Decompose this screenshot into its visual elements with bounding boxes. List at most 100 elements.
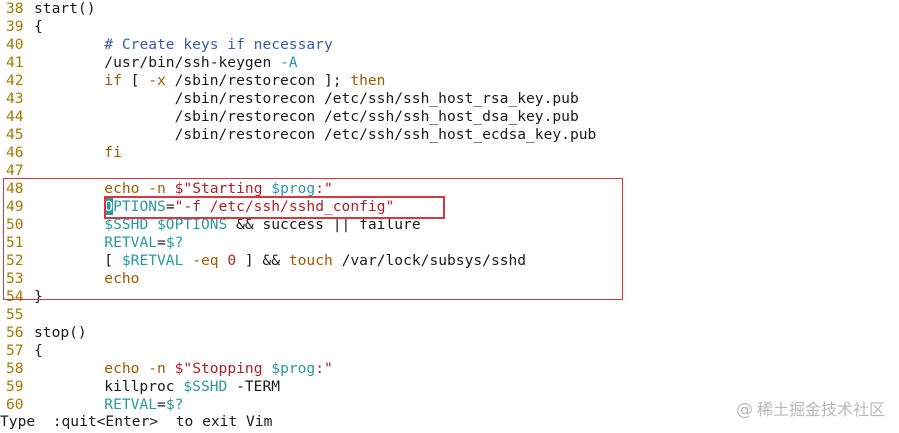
code-line[interactable]: 53 echo [0, 270, 899, 288]
code-token: ] && [236, 252, 289, 269]
code-token: } [34, 288, 43, 305]
line-number: 41 [6, 54, 24, 71]
code-token [139, 180, 148, 197]
code-line[interactable]: 54} [0, 288, 899, 306]
code-line[interactable]: 39 { [0, 18, 899, 36]
code-line[interactable]: 42 if [ -x /sbin/restorecon ]; then [0, 72, 899, 90]
code-line[interactable]: 44 /sbin/restorecon /etc/ssh/ssh_host_ds… [0, 108, 899, 126]
code-line[interactable]: 43 /sbin/restorecon /etc/ssh/ssh_host_rs… [0, 90, 899, 108]
line-number: 59 [6, 378, 24, 395]
code-line[interactable]: 49 OPTIONS="-f /etc/ssh/sshd_config" [0, 198, 899, 216]
code-token: -TERM [227, 378, 281, 395]
code-line[interactable]: 51 RETVAL=$? [0, 234, 899, 252]
code-token: echo [104, 270, 140, 287]
code-token: $prog [271, 180, 316, 197]
code-line[interactable]: 45 /sbin/restorecon /etc/ssh/ssh_host_ec… [0, 126, 899, 144]
code-token: $? [165, 234, 184, 251]
code-line[interactable]: 41 /usr/bin/ssh-keygen -A [0, 54, 899, 72]
line-code: if [ -x /sbin/restorecon ]; then [34, 72, 385, 90]
line-code: echo -n $"Starting $prog:" [34, 180, 333, 198]
code-token: killproc [34, 378, 184, 395]
code-token: :" [315, 180, 333, 197]
code-line[interactable]: 57 { [0, 342, 899, 360]
line-code: RETVAL=$? [34, 396, 183, 414]
code-token: touch [288, 252, 333, 269]
code-token: { [34, 342, 43, 359]
code-token: fi [104, 144, 122, 161]
code-token [34, 198, 104, 215]
code-line[interactable]: 59 killproc $SSHD -TERM [0, 378, 899, 396]
code-token: echo [104, 360, 140, 377]
code-token: # Create keys if necessary [104, 36, 333, 53]
code-token: if [104, 72, 122, 89]
code-token: = [157, 234, 166, 251]
code-token: /var/lock/subsys/sshd [332, 252, 527, 269]
code-token [34, 36, 104, 53]
line-number: 58 [6, 360, 24, 377]
code-line[interactable]: 47 [0, 162, 899, 180]
line-code: killproc $SSHD -TERM [34, 378, 280, 396]
code-line[interactable]: 52 [ $RETVAL -eq 0 ] && touch /var/lock/… [0, 252, 899, 270]
code-token [183, 252, 192, 269]
code-token: RETVAL [104, 234, 158, 251]
line-number: 49 [6, 198, 24, 215]
code-token: && success || failure [227, 216, 421, 233]
code-token: /sbin/restorecon /etc/ssh/ssh_host_dsa_k… [34, 108, 579, 125]
code-token: PTIONS [113, 198, 166, 215]
code-token: -eq [192, 252, 219, 269]
code-token: "-f /etc/ssh/sshd_config" [174, 198, 395, 215]
code-token: [ [34, 252, 122, 269]
code-line[interactable]: 38 start() [0, 0, 899, 18]
line-code: fi [34, 144, 122, 162]
code-token: $"Starting [174, 180, 272, 197]
line-number: 45 [6, 126, 24, 143]
code-token: /sbin/restorecon /etc/ssh/ssh_host_ecdsa… [34, 126, 597, 143]
code-line[interactable]: 40 # Create keys if necessary [0, 36, 899, 54]
watermark-text: 稀土掘金技术社区 [756, 400, 885, 419]
line-code: /usr/bin/ssh-keygen -A [34, 54, 297, 72]
code-token: -n [148, 360, 166, 377]
line-number: 38 [6, 0, 24, 17]
line-number: 39 [6, 18, 24, 35]
code-token [166, 180, 175, 197]
code-token: start() [34, 0, 96, 17]
code-line[interactable]: 55 [0, 306, 899, 324]
line-code: { [34, 18, 43, 36]
code-token: $RETVAL [121, 252, 184, 269]
watermark: @稀土掘金技术社区 [736, 396, 885, 420]
line-code: { [34, 342, 43, 360]
code-line[interactable]: 50 $SSHD $OPTIONS && success || failure [0, 216, 899, 234]
code-token: = [165, 198, 175, 215]
code-token: /usr/bin/ssh-keygen [34, 54, 281, 71]
line-number: 57 [6, 342, 24, 359]
line-code: $SSHD $OPTIONS && success || failure [34, 216, 421, 234]
code-line[interactable]: 60 RETVAL=$? [0, 396, 899, 414]
code-token: stop() [34, 324, 87, 341]
line-number: 55 [6, 306, 24, 323]
line-number: 44 [6, 108, 24, 125]
code-token [34, 360, 104, 377]
code-token: $SSHD [183, 378, 228, 395]
code-line[interactable]: 58 echo -n $"Stopping $prog:" [0, 360, 899, 378]
code-token: $"Stopping [174, 360, 272, 377]
line-code: /sbin/restorecon /etc/ssh/ssh_host_rsa_k… [34, 90, 579, 108]
code-token: RETVAL [104, 396, 158, 413]
code-token: $SSHD $OPTIONS [104, 216, 228, 233]
line-code: # Create keys if necessary [34, 36, 333, 54]
code-token: = [157, 396, 166, 413]
code-token: $prog [271, 360, 316, 377]
code-token [34, 72, 104, 89]
line-number: 40 [6, 36, 24, 53]
line-number: 51 [6, 234, 24, 251]
code-line[interactable]: 48 echo -n $"Starting $prog:" [0, 180, 899, 198]
code-token [34, 180, 104, 197]
code-token: then [350, 72, 386, 89]
line-number: 54 [6, 288, 24, 305]
line-number: 46 [6, 144, 24, 161]
line-number: 42 [6, 72, 24, 89]
line-code: start() [34, 0, 96, 18]
line-code: echo -n $"Stopping $prog:" [34, 360, 333, 378]
code-line[interactable]: 46 fi [0, 144, 899, 162]
code-token [139, 360, 148, 377]
